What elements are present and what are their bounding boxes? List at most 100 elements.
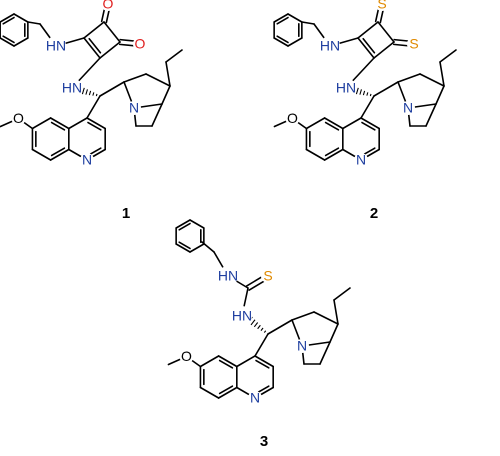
ring-double-bond: [178, 222, 191, 231]
cyclobutene-ring: OO: [71, 0, 147, 89]
ring-bond: [189, 243, 205, 253]
ring-double-bond: [218, 385, 234, 395]
hash-stroke: [263, 330, 267, 333]
quinuclidine-nitrogen-mask: [401, 101, 415, 115]
ring-bond: [425, 103, 437, 127]
hash-stroke: [250, 319, 256, 326]
ring-double-bond: [218, 359, 234, 369]
bond-c9-c8: [267, 319, 293, 335]
methoxy-oxygen: O: [181, 348, 192, 364]
ring-double-bond: [323, 117, 344, 130]
ring-bond: [357, 21, 379, 39]
ring-bond: [305, 148, 326, 161]
methoxy-oxygen: O: [287, 110, 298, 126]
benzene-ring: [273, 13, 303, 47]
ring-double-bond: [360, 117, 380, 130]
ring-bond: [161, 85, 171, 105]
ring-bond: [0, 37, 15, 47]
ring-double-bond: [276, 35, 289, 44]
quinuclidine-nitrogen: N: [403, 100, 413, 116]
amine-nh-2-mask: [336, 78, 356, 98]
bond-c9-c4: [86, 95, 101, 119]
amine-nh-2: HN: [62, 80, 82, 96]
ring-double-bond: [324, 121, 340, 131]
hash-stroke: [362, 90, 366, 96]
ring-bond: [189, 219, 205, 229]
ring-double-bond: [88, 37, 102, 54]
ring-bond: [103, 21, 121, 43]
ring-double-bond: [323, 148, 344, 161]
quinoline-nitrogen-mask: [248, 391, 262, 405]
ring-bond: [175, 219, 191, 229]
ring-double-bond: [87, 121, 102, 131]
bond-ch2-ph: [27, 21, 41, 25]
ring-bond: [377, 21, 395, 43]
quinuclidine-nitrogen: N: [129, 100, 139, 116]
methoxy-oxygen-mask: [285, 111, 300, 126]
ring-bond: [0, 13, 15, 23]
amine-nh-1: HN: [218, 268, 238, 284]
ring-double-bond: [50, 121, 66, 131]
hash-stroke: [359, 89, 362, 95]
compound-1-label: 1: [122, 205, 130, 222]
ring-bond: [435, 85, 445, 105]
thiocarbonyl-sulfur-2-mask: [407, 37, 421, 51]
ring-bond: [99, 41, 121, 59]
hash-stroke: [95, 93, 98, 97]
thiocarbonyl-sulfur-2: S: [409, 36, 418, 52]
hash-stroke: [92, 92, 95, 96]
quinoline-nitrogen: N: [250, 390, 260, 406]
ethyl-bond: [333, 287, 351, 301]
ring-bond: [291, 311, 315, 321]
ring-bond: [273, 37, 289, 47]
amine-nh-2-mask: [62, 78, 82, 98]
ring-bond: [236, 355, 256, 368]
quinoline-ring: ON: [167, 333, 274, 406]
ring-double-bond: [324, 147, 340, 157]
ring-bond: [199, 355, 220, 368]
ring-bond: [342, 117, 362, 130]
quinuclidine-nitrogen-mask: [127, 101, 141, 115]
hash-stroke: [355, 87, 359, 95]
ring-bond: [31, 117, 52, 130]
hash-stroke: [85, 89, 88, 95]
ring-double-bond: [254, 355, 274, 368]
hash-stroke: [88, 90, 92, 96]
hash-stroke: [260, 327, 264, 331]
bond-c9-c8: [99, 81, 125, 97]
amine-nh-2: HN: [232, 308, 252, 324]
quinuclidine-ring: N: [99, 49, 183, 127]
amine-nh-2-mask: [232, 306, 252, 326]
cyclobutene-ring: SS: [345, 0, 421, 89]
ring-bond: [419, 73, 445, 87]
hash-stroke: [253, 322, 259, 328]
ring-bond: [151, 103, 163, 127]
methoxy-oxygen-mask: [179, 349, 194, 364]
quinoline-ring: ON: [273, 95, 380, 168]
ring-bond: [13, 13, 29, 23]
hash-stroke: [369, 93, 372, 97]
ring-bond: [199, 386, 220, 399]
ring-bond: [145, 73, 171, 87]
thiocarbonyl-sulfur-1: S: [377, 0, 386, 12]
thiocarbonyl-sulfur-1-mask: [375, 0, 389, 11]
carbonyl-oxygen-2: O: [135, 36, 146, 52]
benzene-ring: [0, 13, 29, 47]
hash-stroke: [81, 87, 85, 95]
ethyl-bond: [165, 61, 171, 87]
ring-bond: [68, 117, 88, 130]
ethyl-bond: [439, 61, 445, 87]
benzene-ring: [175, 219, 205, 253]
quinoline-nitrogen-mask: [354, 153, 368, 167]
carbonyl-oxygen-2-mask: [133, 37, 147, 51]
amine-nh-1-mask: [46, 36, 66, 56]
ring-bond: [305, 117, 326, 130]
ring-double-bond: [361, 121, 376, 131]
compound-2-label: 2: [370, 205, 378, 222]
ring-bond: [329, 323, 339, 343]
ring-double-bond: [362, 37, 376, 54]
